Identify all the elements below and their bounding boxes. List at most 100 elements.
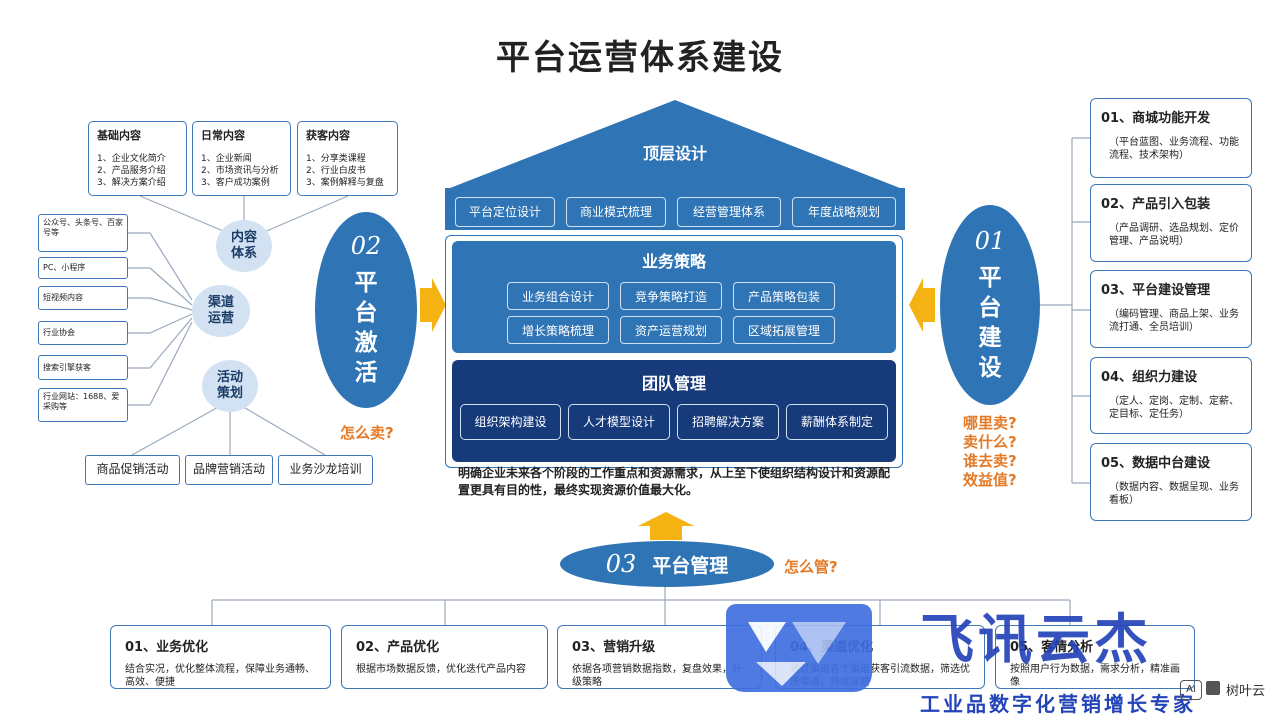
build-step-box: 05、数据中台建设 （数据内容、数据呈现、业务看板）	[1090, 443, 1252, 521]
how-to-manage-question: 怎么管?	[784, 558, 838, 576]
build-step-title: 04、组织力建设	[1101, 370, 1198, 385]
list-item: 3、案例解释与复盘	[306, 178, 384, 188]
manage-step-box: 02、产品优化 根据市场数据反馈，优化迭代产品内容	[341, 625, 548, 689]
platform-management-oval: 03 平台管理	[560, 541, 774, 587]
build-step-desc: （定人、定岗、定制、定薪、定目标、定任务）	[1109, 396, 1239, 420]
top-design-item: 平台定位设计	[455, 197, 555, 227]
manage-step-desc: 依据各项营销数据指数，复盘效果，升级策略	[572, 664, 742, 688]
watermark-slogan: 工业品数字化营销增长专家	[920, 692, 1196, 716]
arrow-up-icon	[638, 512, 694, 540]
manage-step-title: 03、营销升级	[572, 640, 656, 655]
business-strategy-title: 业务策略	[641, 252, 706, 271]
list-item: 3、解决方案介绍	[97, 178, 166, 188]
list-item: 2、市场资讯与分析	[201, 166, 279, 176]
list-item: 1、企业新闻	[201, 154, 252, 164]
list-item: 1、分享类课程	[306, 154, 366, 164]
circle-label: 内容体系	[230, 230, 257, 261]
how-to-sell-question: 怎么卖?	[340, 424, 394, 442]
manage-step-title: 01、业务优化	[125, 640, 209, 655]
manage-step-box: 05、客情分析 按照用户行为数据，需求分析，精准画像	[995, 625, 1195, 689]
top-design-item: 商业模式梳理	[566, 197, 666, 227]
content-system-circle: 内容体系	[216, 220, 272, 272]
circle-label: 平台管理	[652, 554, 729, 577]
question-text: 卖什么?	[963, 433, 1017, 451]
right-questions: 哪里卖? 卖什么? 谁去卖? 效益值?	[963, 414, 1017, 490]
arrow-left-icon	[909, 278, 935, 332]
manage-step-desc: 结合实况，优化整体流程，保障业务通畅、高效、便捷	[125, 664, 315, 688]
strategy-item: 业务组合设计	[507, 282, 609, 310]
strategy-item: 区域拓展管理	[733, 316, 835, 344]
activity-box: 业务沙龙培训	[278, 455, 373, 485]
team-item: 组织架构建设	[460, 404, 561, 440]
content-box-items: 1、企业文化简介 2、产品服务介绍 3、解决方案介绍	[97, 153, 178, 189]
channel-box: 搜索引擎获客	[38, 355, 128, 380]
channel-ops-circle: 渠道运营	[192, 285, 250, 337]
arrow-right-icon	[420, 278, 446, 332]
activity-box: 商品促销活动	[85, 455, 180, 485]
platform-build-circle: 01 平台建设	[940, 205, 1040, 405]
leaf-icon	[1206, 681, 1220, 695]
channel-box: PC、小程序	[38, 257, 128, 279]
circle-number: 01	[974, 227, 1006, 255]
question-text: 效益值?	[963, 471, 1017, 489]
strategy-item: 资产运营规划	[620, 316, 722, 344]
list-item: 3、客户成功案例	[201, 178, 270, 188]
circle-label: 平台激活	[354, 270, 378, 386]
content-box-items: 1、企业新闻 2、市场资讯与分析 3、客户成功案例	[201, 153, 282, 189]
build-step-title: 05、数据中台建设	[1101, 456, 1211, 471]
center-frame	[445, 235, 903, 468]
watermark-small-text: 树叶云	[1226, 684, 1266, 699]
page-title: 平台运营体系建设	[496, 38, 784, 78]
logo-mark-icon	[748, 622, 846, 686]
circle-number: 03	[605, 550, 637, 578]
circle-number: 02	[350, 232, 382, 260]
team-item: 薪酬体系制定	[786, 404, 888, 440]
team-item: 人才模型设计	[568, 404, 670, 440]
manage-step-title: 05、客情分析	[1010, 640, 1094, 655]
strategy-item: 产品策略包装	[733, 282, 835, 310]
content-box-acquire: 获客内容 1、分享类课程 2、行业白皮书 3、案例解释与复盘	[297, 121, 398, 196]
build-step-desc: （数据内容、数据呈现、业务看板）	[1109, 482, 1239, 506]
content-box-title: 日常内容	[201, 129, 245, 142]
ai-badge-icon: AI	[1180, 680, 1202, 700]
business-strategy-panel	[452, 241, 896, 353]
list-item: 1、企业文化简介	[97, 154, 166, 164]
manage-step-box: 01、业务优化 结合实况，优化整体流程，保障业务通畅、高效、便捷	[110, 625, 331, 689]
strategy-item: 增长策略梳理	[507, 316, 609, 344]
question-text: 谁去卖?	[963, 452, 1017, 470]
content-box-title: 基础内容	[97, 129, 141, 142]
circle-label: 活动策划	[216, 370, 243, 401]
platform-activation-circle: 02 平台激活	[315, 212, 417, 408]
manage-step-desc: 按照用户行为数据，需求分析，精准画像	[1010, 664, 1180, 688]
team-item: 招聘解决方案	[677, 404, 779, 440]
roof-shape	[445, 100, 905, 190]
channel-box: 短视频内容	[38, 286, 128, 310]
activity-box: 品牌营销活动	[185, 455, 273, 485]
build-step-desc: （产品调研、选品规划、定价管理、产品说明）	[1109, 223, 1239, 247]
build-step-box: 03、平台建设管理 （编码管理、商品上架、业务流打通、全员培训）	[1090, 270, 1252, 348]
build-step-title: 03、平台建设管理	[1101, 283, 1211, 298]
channel-box: 行业网站：1688、爱采购等	[38, 388, 128, 422]
build-step-title: 01、商城功能开发	[1101, 111, 1211, 126]
question-text: 哪里卖?	[963, 414, 1017, 432]
activity-plan-circle: 活动策划	[202, 360, 258, 412]
top-design-item: 年度战略规划	[792, 197, 896, 227]
strategy-item: 竞争策略打造	[620, 282, 722, 310]
channel-box: 公众号、头条号、百家号等	[38, 214, 128, 252]
build-step-box: 02、产品引入包装 （产品调研、选品规划、定价管理、产品说明）	[1090, 184, 1252, 262]
manage-step-desc: 根据市场数据反馈，优化迭代产品内容	[356, 664, 526, 675]
watermark-brand: 飞讯云杰	[920, 608, 1152, 671]
build-step-box: 01、商城功能开发 （平台蓝图、业务流程、功能流程、技术架构）	[1090, 98, 1252, 178]
top-design-title: 顶层设计	[642, 144, 707, 163]
team-management-title: 团队管理	[641, 374, 706, 393]
content-box-basic: 基础内容 1、企业文化简介 2、产品服务介绍 3、解决方案介绍	[88, 121, 187, 196]
manage-step-title: 02、产品优化	[356, 640, 440, 655]
circle-label: 渠道运营	[207, 295, 234, 326]
circle-label: 平台建设	[978, 265, 1002, 381]
channel-box: 行业协会	[38, 321, 128, 345]
build-step-title: 02、产品引入包装	[1101, 197, 1211, 212]
content-box-daily: 日常内容 1、企业新闻 2、市场资讯与分析 3、客户成功案例	[192, 121, 291, 196]
list-item: 2、产品服务介绍	[97, 166, 166, 176]
content-box-items: 1、分享类课程 2、行业白皮书 3、案例解释与复盘	[306, 153, 389, 189]
